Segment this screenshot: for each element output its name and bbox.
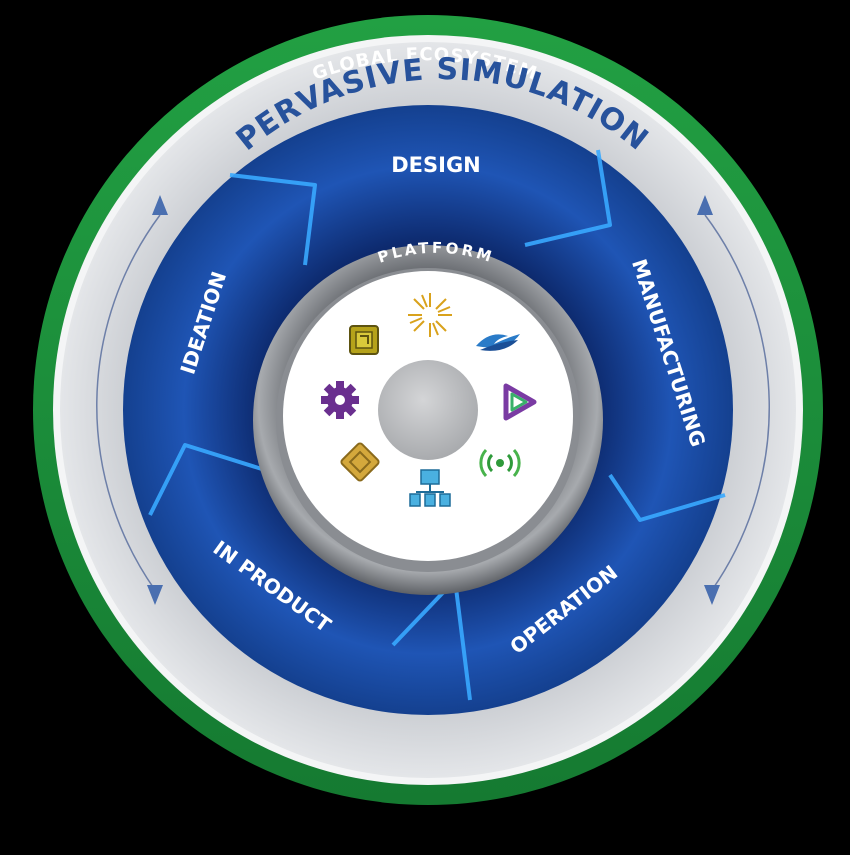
stage-label-design: DESIGN [391,153,481,177]
triangle-loop-icon [503,383,537,421]
cycle-arrow-left [96,195,168,605]
wave-icon [476,334,520,351]
diamond-tile-icon [340,442,380,482]
network-blocks-icon [409,469,451,507]
signal-icon [479,448,521,478]
gear-icon [321,381,359,419]
cycle-arrow-right [697,195,771,605]
platform-hub [378,360,478,460]
starburst-icon [408,293,452,337]
chip-icon [349,325,379,355]
